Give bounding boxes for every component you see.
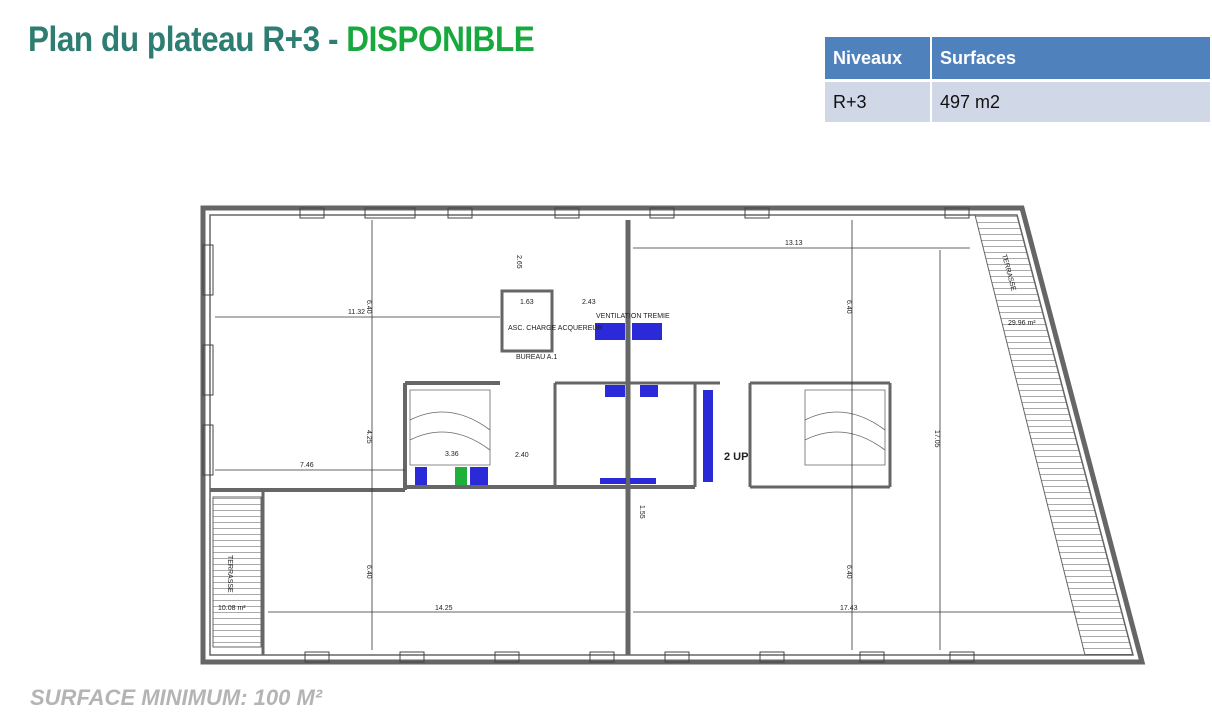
dim-label: 6.40 — [845, 565, 852, 579]
dim-label: 13.13 — [785, 240, 803, 247]
up-label: 2 UP — [724, 451, 748, 463]
dim-label: 7.46 — [300, 462, 314, 469]
dim-label: 3.36 — [445, 451, 459, 458]
dim-label: 4.25 — [365, 430, 372, 444]
header-niveaux: Niveaux — [825, 37, 932, 81]
dim-label: 1.63 — [520, 299, 534, 306]
cell-niveau: R+3 — [825, 79, 932, 122]
ventilation-shaft — [595, 323, 625, 340]
ventilation-shaft — [632, 323, 662, 340]
dim-label: 2.40 — [515, 452, 529, 459]
dim-label: 14.25 — [435, 605, 453, 612]
availability-status: DISPONIBLE — [346, 20, 535, 59]
ventilation-label: VENTILATION TREMIE — [596, 313, 670, 320]
asc-label: ASC. CHARGE ACQUEREUR — [508, 325, 603, 332]
terrace-right — [974, 214, 1134, 656]
page-title: Plan du plateau R+3 - DISPONIBLE — [28, 20, 535, 60]
dim-label: 17.43 — [840, 605, 858, 612]
dim-label: 6.40 — [845, 300, 852, 314]
surfaces-table: Niveaux Surfaces R+3 497 m2 — [825, 37, 1212, 122]
title-main: Plan du plateau R+3 - — [28, 20, 347, 59]
dim-label: 1.55 — [638, 505, 645, 519]
dim-label: 6.40 — [365, 300, 372, 314]
header-surfaces: Surfaces — [931, 37, 1212, 81]
plan-labels: 11.32 13.13 6.40 6.40 2.65 4.25 7.46 6.4… — [218, 240, 1036, 612]
cell-surface: 497 m2 — [931, 79, 1212, 122]
dim-label: 11.32 — [348, 309, 365, 316]
terrace-left-area: 10.08 m² — [218, 605, 246, 612]
dim-label: 2.65 — [515, 255, 522, 269]
dim-label: 6.40 — [365, 565, 372, 579]
dim-label: 17.05 — [933, 430, 940, 448]
table-header-row: Niveaux Surfaces — [825, 37, 1212, 81]
table-row: R+3 497 m2 — [825, 79, 1212, 122]
terrace-left — [212, 496, 262, 648]
terrace-left-label: TERRASSE — [226, 555, 233, 593]
minimum-surface-note: SURFACE MINIMUM: 100 M² — [30, 685, 323, 710]
bureau-label: BUREAU A.1 — [516, 354, 557, 361]
dim-label: 2.43 — [582, 299, 596, 306]
terrace-right-area: 29.96 m² — [1008, 320, 1036, 327]
